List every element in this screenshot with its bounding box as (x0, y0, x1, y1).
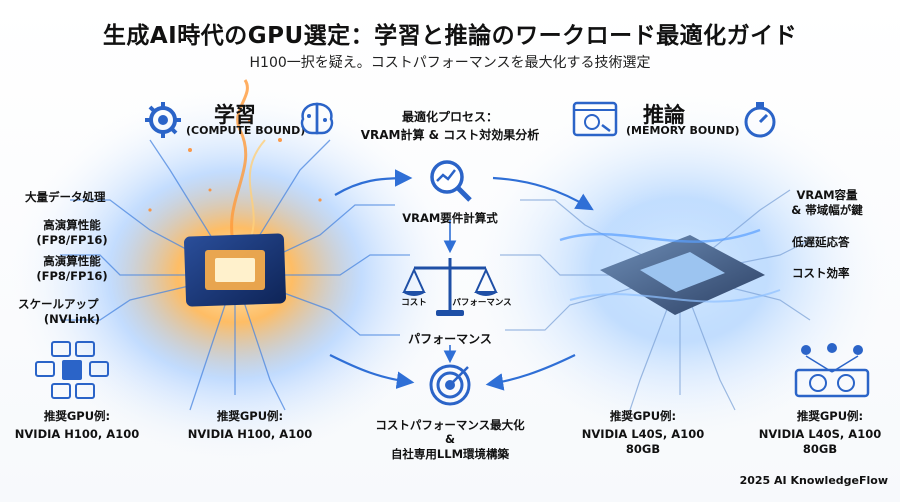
arrow-training-to-goal (329, 354, 415, 389)
network-users-icon (794, 343, 870, 398)
gear-icon (145, 102, 181, 138)
goal-line-1: コストパフォーマンス最大化 (375, 418, 525, 432)
training-feature-4: スケールアップ (18, 297, 99, 311)
training-heading: 学習 (214, 103, 256, 127)
page-subtitle: H100一択を疑え。コストパフォーマンスを最大化する技術選定 (249, 55, 651, 71)
browser-brain-icon (572, 101, 618, 137)
brain-icon (300, 102, 334, 135)
training-feature-2: 高演算性能 (43, 218, 101, 232)
vram-formula-label: VRAM要件計算式 (402, 211, 498, 225)
training-chip (184, 233, 286, 307)
page-title: 生成AI時代のGPU選定：学習と推論のワークロード最適化ガイド (102, 23, 798, 49)
training-feature-2b: (FP8/FP16) (36, 233, 108, 247)
inference-feature-2: 低遅延応答 (792, 235, 850, 249)
gpu-card-icon (35, 341, 109, 399)
training-center-rec-value: NVIDIA H100, A100 (187, 427, 313, 441)
training-mode: (COMPUTE BOUND) (186, 124, 306, 137)
inference-feature-3: コスト効率 (792, 266, 850, 280)
process-heading-detail: VRAM計算 & コスト対効果分析 (360, 128, 540, 142)
performance-label: パフォーマンス (408, 332, 492, 346)
magnifier-chart-icon (430, 160, 472, 202)
arrow-inference-to-goal (485, 354, 576, 391)
inference-right-rec-label: 推奨GPU例: (796, 409, 864, 423)
inference-chip (600, 235, 765, 315)
training-sparks (148, 117, 322, 212)
stopwatch-icon (744, 102, 776, 138)
goal-line-2: 自社専用LLM環境構築 (390, 447, 510, 461)
footer-credit: 2025 AI KnowledgeFlow (739, 474, 888, 487)
training-circuit-traces (60, 139, 410, 411)
training-rec-value: NVIDIA H100, A100 (14, 427, 140, 441)
inference-feature-1b: & 帯域幅が鍵 (791, 203, 863, 217)
training-rec-label: 推奨GPU例: (43, 409, 111, 423)
inference-heading: 推論 (643, 103, 685, 127)
inference-mode: (MEMORY BOUND) (626, 124, 740, 137)
scale-right-label: パフォーマンス (452, 298, 512, 308)
balance-scale-icon (402, 258, 498, 316)
target-icon (429, 364, 471, 406)
scale-left-label: コスト (401, 298, 427, 308)
training-feature-1: 大量データ処理 (25, 190, 106, 204)
arrow-to-inference (492, 176, 594, 211)
process-heading: 最適化プロセス： (401, 110, 498, 124)
training-center-rec-label: 推奨GPU例: (216, 409, 284, 423)
training-feature-3: 高演算性能 (43, 254, 101, 268)
inference-rec-value: NVIDIA L40S, A100 80GB (581, 427, 705, 456)
training-feature-4b: (NVLink) (43, 312, 101, 326)
inference-feature-1: VRAM容量 (796, 188, 858, 202)
goal-ampersand: & (444, 432, 456, 446)
inference-rec-label: 推奨GPU例: (609, 409, 677, 423)
arrow-to-vram (334, 169, 413, 196)
inference-right-rec-value: NVIDIA L40S, A100 80GB (758, 427, 882, 456)
training-feature-3b: (FP8/FP16) (36, 269, 108, 283)
